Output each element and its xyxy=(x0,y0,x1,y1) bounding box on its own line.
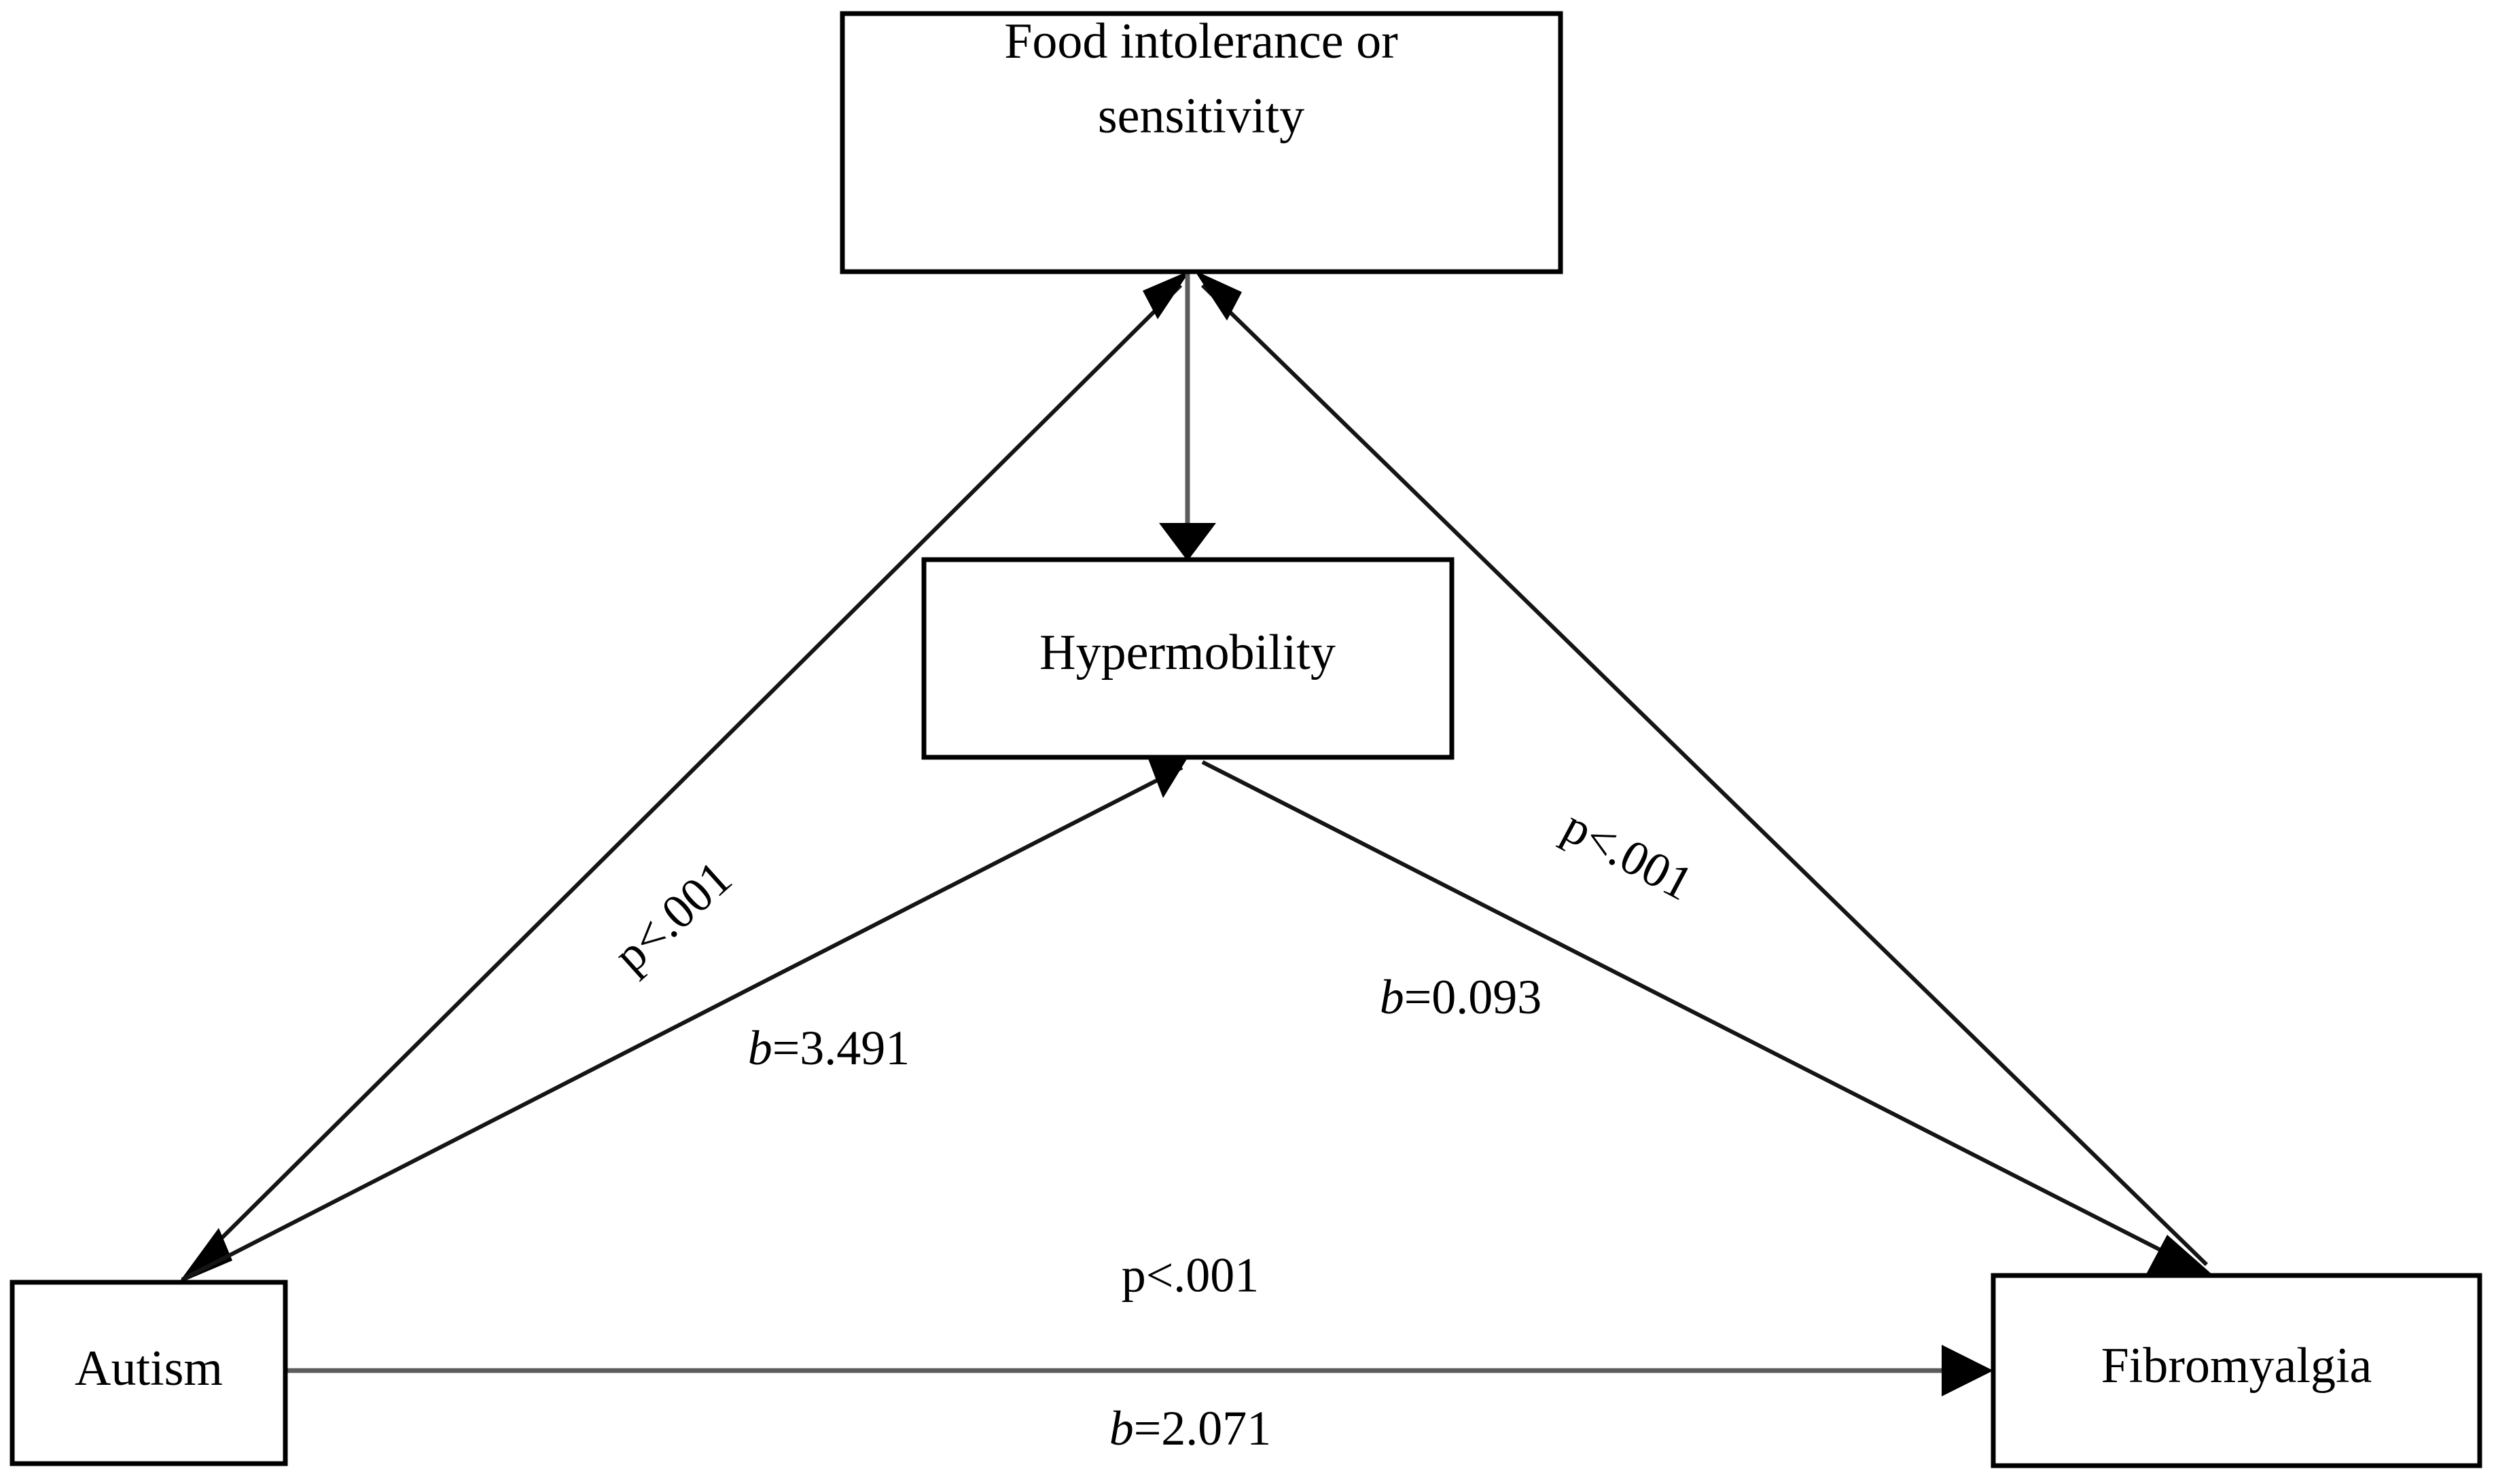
edge-line-food-fibromyalgia xyxy=(1200,283,2209,1267)
edge-line-hypermobility-fibromyalgia xyxy=(1201,760,2201,1272)
node-label-food-intolerance-line1: Food intolerance or xyxy=(1004,14,1398,69)
node-label-autism: Autism xyxy=(75,1341,223,1396)
node-box-fibromyalgia[interactable] xyxy=(1991,1273,2482,1468)
node-hypermobility[interactable]: Hypermobility xyxy=(921,557,1455,760)
arrowhead-into-autism xyxy=(178,1228,232,1284)
arrowhead-into-hypermobility-top xyxy=(1159,523,1216,561)
arrowhead-into-food-left xyxy=(1143,270,1190,319)
edge-label-left-p: p<.001 xyxy=(603,850,742,983)
node-label-fibromyalgia: Fibromyalgia xyxy=(2101,1338,2372,1394)
edge-label-bottom-p: p<.001 xyxy=(1122,1248,1260,1303)
arrowhead-into-fibromyalgia-left xyxy=(1942,1345,1993,1396)
node-box-hypermobility[interactable] xyxy=(921,557,1455,760)
edge-label-left-b-value: =3.491 xyxy=(772,1021,910,1075)
edge-autism-hypermobility xyxy=(181,755,1188,1282)
edge-food-hypermobility xyxy=(1159,272,1216,561)
edge-label-left-b-prefix: b xyxy=(748,1021,772,1075)
edge-label-bottom-b-value: =2.071 xyxy=(1134,1401,1272,1455)
edge-line-autism-food xyxy=(190,283,1183,1269)
arrowhead-into-food-right xyxy=(1194,270,1242,321)
edge-label-bottom-b: b=2.071 xyxy=(1109,1401,1272,1455)
node-box-autism[interactable] xyxy=(10,1280,288,1466)
edge-label-left-b: b=3.491 xyxy=(748,1021,910,1075)
edge-autism-fibromyalgia xyxy=(285,1345,1993,1396)
edge-autism-food xyxy=(178,270,1190,1284)
edge-label-bottom-b-prefix: b xyxy=(1109,1401,1134,1455)
edge-label-right-b-prefix: b xyxy=(1380,970,1404,1024)
node-label-hypermobility: Hypermobility xyxy=(1039,625,1336,681)
edge-hypermobility-fibromyalgia xyxy=(1201,760,2201,1272)
arrowhead-into-hypermobility-bottom xyxy=(1147,755,1188,798)
edge-label-right-b: b=0.093 xyxy=(1380,970,1542,1024)
node-autism[interactable]: Autism xyxy=(10,1280,288,1466)
arrowhead-into-fibromyalgia-top xyxy=(2145,1235,2213,1275)
edge-label-right-b-value: =0.093 xyxy=(1404,970,1542,1024)
edge-food-fibromyalgia xyxy=(1194,270,2209,1267)
node-label-food-intolerance-line2: sensitivity xyxy=(1098,88,1304,144)
node-fibromyalgia[interactable]: Fibromyalgia xyxy=(1991,1273,2482,1468)
node-box-food-intolerance[interactable] xyxy=(840,11,1563,274)
edge-label-right-p: p<.001 xyxy=(1554,799,1701,911)
edge-line-autism-hypermobility xyxy=(181,765,1183,1282)
node-food-intolerance[interactable]: Food intolerance or sensitivity xyxy=(840,11,1563,274)
